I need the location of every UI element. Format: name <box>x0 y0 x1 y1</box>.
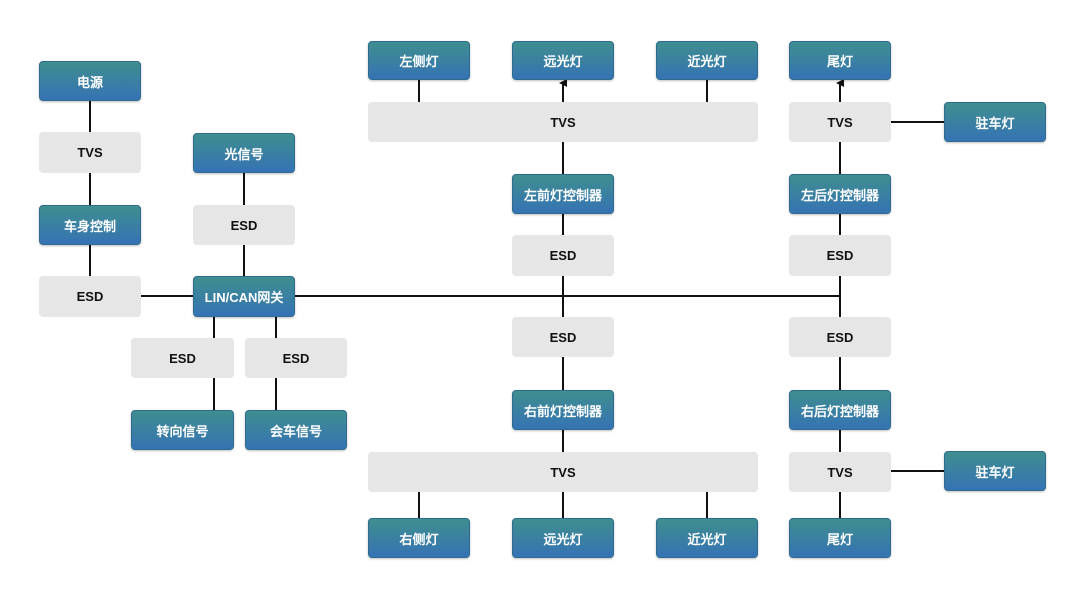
parking-lamp-left-node: 驻车灯 <box>944 102 1046 142</box>
esd-turn-node: ESD <box>131 338 234 378</box>
esd-right-front-node: ESD <box>512 317 614 357</box>
front-left-high-beam-node: 远光灯 <box>512 41 614 80</box>
gateway-node: LIN/CAN网关 <box>193 276 295 317</box>
power-node: 电源 <box>39 61 141 101</box>
body-control-node: 车身控制 <box>39 205 141 245</box>
right-side-lamp-node: 右侧灯 <box>368 518 470 558</box>
tvs-front-left-node: TVS <box>368 102 758 142</box>
left-front-controller-node: 左前灯控制器 <box>512 174 614 214</box>
light-signal-node: 光信号 <box>193 133 295 173</box>
turn-signal-node: 转向信号 <box>131 410 234 450</box>
right-front-controller-node: 右前灯控制器 <box>512 390 614 430</box>
front-right-low-beam-node: 近光灯 <box>656 518 758 558</box>
front-left-low-beam-node: 近光灯 <box>656 41 758 80</box>
esd-left-front-node: ESD <box>512 235 614 276</box>
tvs-rear-right-node: TVS <box>789 452 891 492</box>
right-rear-controller-node: 右后灯控制器 <box>789 390 891 430</box>
esd-meet-node: ESD <box>245 338 347 378</box>
esd-right-rear-node: ESD <box>789 317 891 357</box>
tail-lamp-left-node: 尾灯 <box>789 41 891 80</box>
left-side-lamp-node: 左侧灯 <box>368 41 470 80</box>
esd-left-rear-node: ESD <box>789 235 891 276</box>
tvs-rear-left-node: TVS <box>789 102 891 142</box>
tail-lamp-right-node: 尾灯 <box>789 518 891 558</box>
tvs-front-right-node: TVS <box>368 452 758 492</box>
front-right-high-beam-node: 远光灯 <box>512 518 614 558</box>
tvs-power-node: TVS <box>39 132 141 173</box>
esd-body-node: ESD <box>39 276 141 317</box>
left-rear-controller-node: 左后灯控制器 <box>789 174 891 214</box>
meet-signal-node: 会车信号 <box>245 410 347 450</box>
parking-lamp-right-node: 驻车灯 <box>944 451 1046 491</box>
esd-light-signal-node: ESD <box>193 205 295 245</box>
